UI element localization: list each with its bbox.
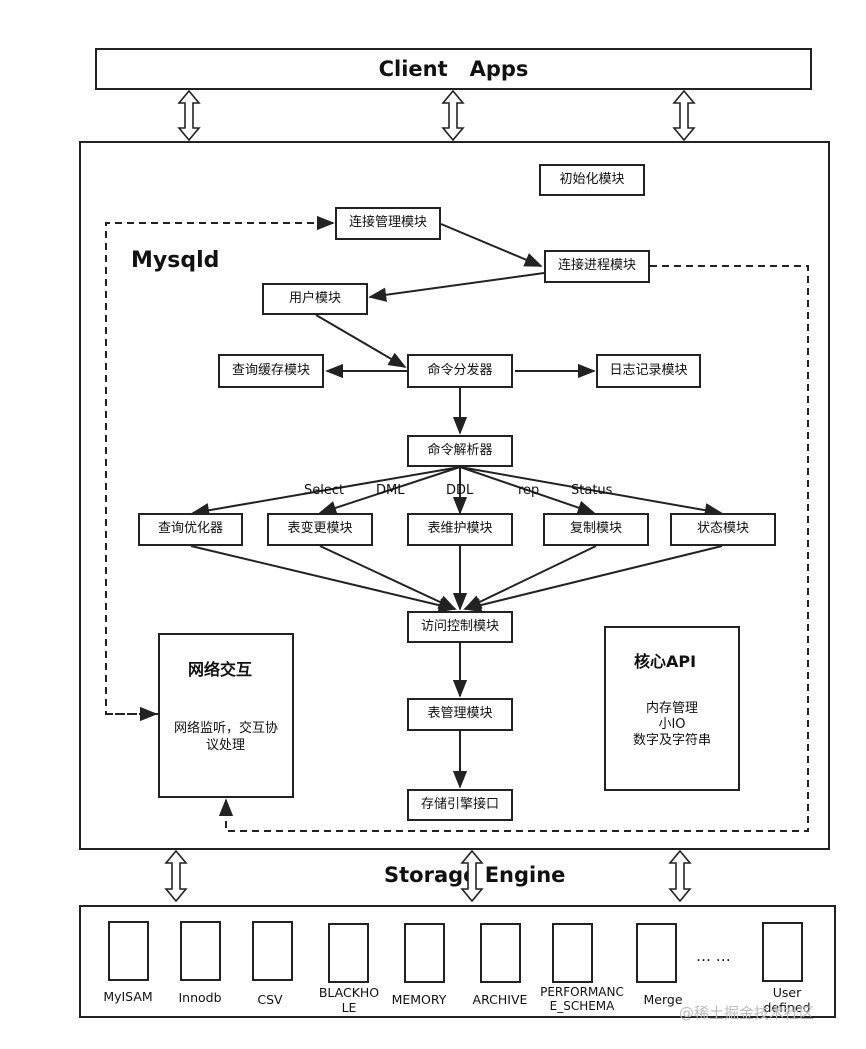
access-control-label: 访问控制模块 <box>420 618 499 634</box>
dispatcher-box: 命令分发器 <box>407 354 513 388</box>
table-change-label: 表变更模块 <box>287 521 353 537</box>
connection-manager-box: 连接管理模块 <box>335 207 441 240</box>
engine-icon-performance-schema <box>552 923 593 983</box>
engine-label-csv: CSV <box>257 992 283 1007</box>
status-module-box: 状态模块 <box>670 513 776 546</box>
core-api-line1: 内存管理 <box>645 701 698 716</box>
engine-label-memory: MEMORY <box>391 992 447 1007</box>
engine-icon-user-defined <box>762 922 803 982</box>
engine-label-merge: Merge <box>643 992 683 1007</box>
user-module-label: 用户模块 <box>288 290 341 306</box>
engine-icon-blackhole <box>328 923 369 983</box>
arrow-status-to-access <box>463 545 723 613</box>
arrow-parser-to-optimizer <box>191 466 461 518</box>
network-desc-line2: 议处理 <box>206 738 246 753</box>
arrow-tablechange-to-access <box>319 545 457 610</box>
connection-manager-label: 连接管理模块 <box>348 215 427 231</box>
edge-label-status: Status <box>571 483 613 498</box>
storage-interface-label: 存储引擎接口 <box>420 796 499 812</box>
mysqld-label: Mysqld <box>131 248 220 273</box>
init-module-box: 初始化模块 <box>539 164 645 196</box>
arrow-connproc-to-user <box>368 272 545 302</box>
core-api-line3: 数字及字符串 <box>632 733 711 748</box>
network-box: 网络交互 网络监听，交互协 议处理 <box>158 633 294 798</box>
table-manager-box: 表管理模块 <box>407 698 513 731</box>
engines-ellipsis: … … <box>696 947 731 965</box>
core-api-box: 核心API 内存管理 小IO 数字及字符串 <box>604 626 740 791</box>
edge-label-dml: DML <box>376 483 405 498</box>
arrow-optimizer-to-access <box>190 545 457 613</box>
client-link-arrow-left <box>177 89 201 142</box>
arrow-parser-to-status <box>459 466 723 518</box>
log-module-label: 日志记录模块 <box>609 362 688 378</box>
user-module-box: 用户模块 <box>262 283 368 315</box>
init-module-label: 初始化模块 <box>559 171 625 187</box>
connection-process-label: 连接进程模块 <box>557 258 636 274</box>
watermark: @稀土掘金技术社区 <box>679 1004 815 1022</box>
table-change-box: 表变更模块 <box>267 513 373 546</box>
mysqld-container <box>79 141 830 850</box>
edge-label-select: Select <box>304 483 345 498</box>
core-api-line2: 小IO <box>658 717 686 732</box>
arrow-user-to-dispatcher <box>315 314 407 368</box>
engine-icon-memory <box>404 923 445 983</box>
query-cache-label: 查询缓存模块 <box>231 362 310 378</box>
engine-label-myisam: MyISAM <box>103 989 153 1004</box>
storage-interface-box: 存储引擎接口 <box>407 789 513 821</box>
network-desc-line1: 网络监听，交互协 <box>174 721 279 736</box>
engine-link-arrow-center <box>460 849 484 903</box>
access-control-box: 访问控制模块 <box>407 611 513 643</box>
engine-icon-csv <box>252 921 293 981</box>
engine-icon-myisam <box>108 921 149 981</box>
client-apps-label: Client Apps <box>378 56 529 81</box>
connection-process-box: 连接进程模块 <box>544 250 650 283</box>
query-optimizer-label: 查询优化器 <box>157 521 223 537</box>
log-module-box: 日志记录模块 <box>596 354 701 388</box>
query-cache-box: 查询缓存模块 <box>218 354 324 388</box>
engine-link-arrow-left <box>164 849 188 903</box>
arrow-parser-to-tablechange <box>318 466 461 515</box>
edge-label-ddl: DDL <box>446 483 474 498</box>
storage-engine-container <box>79 905 836 1018</box>
table-manager-label: 表管理模块 <box>427 706 493 722</box>
engine-icon-innodb <box>180 921 221 981</box>
dashed-connproc-to-network <box>218 265 809 832</box>
engine-icon-merge <box>636 923 677 983</box>
parser-label: 命令解析器 <box>427 442 493 458</box>
parser-box: 命令解析器 <box>407 435 513 467</box>
engine-label-innodb: Innodb <box>178 990 222 1005</box>
edge-label-rep: rep <box>518 483 540 498</box>
arrow-parser-to-replication <box>459 466 596 515</box>
table-maintenance-label: 表维护模块 <box>427 521 493 537</box>
replication-label: 复制模块 <box>569 521 622 537</box>
client-link-arrow-center <box>441 89 465 142</box>
engine-icon-archive <box>480 923 521 983</box>
engine-label-archive: ARCHIVE <box>472 992 528 1007</box>
table-maintenance-box: 表维护模块 <box>407 513 513 546</box>
replication-box: 复制模块 <box>543 513 649 546</box>
arrow-connmgr-to-connproc <box>440 223 543 267</box>
engine-link-arrow-right <box>668 849 692 903</box>
status-module-label: 状态模块 <box>696 521 749 537</box>
query-optimizer-box: 查询优化器 <box>138 513 243 546</box>
arrow-replication-to-access <box>463 545 597 610</box>
core-api-title: 核心API <box>634 652 697 671</box>
network-title: 网络交互 <box>188 660 253 679</box>
dispatcher-label: 命令分发器 <box>427 362 493 378</box>
client-link-arrow-right <box>672 89 696 142</box>
client-apps-box: Client Apps <box>95 48 812 90</box>
